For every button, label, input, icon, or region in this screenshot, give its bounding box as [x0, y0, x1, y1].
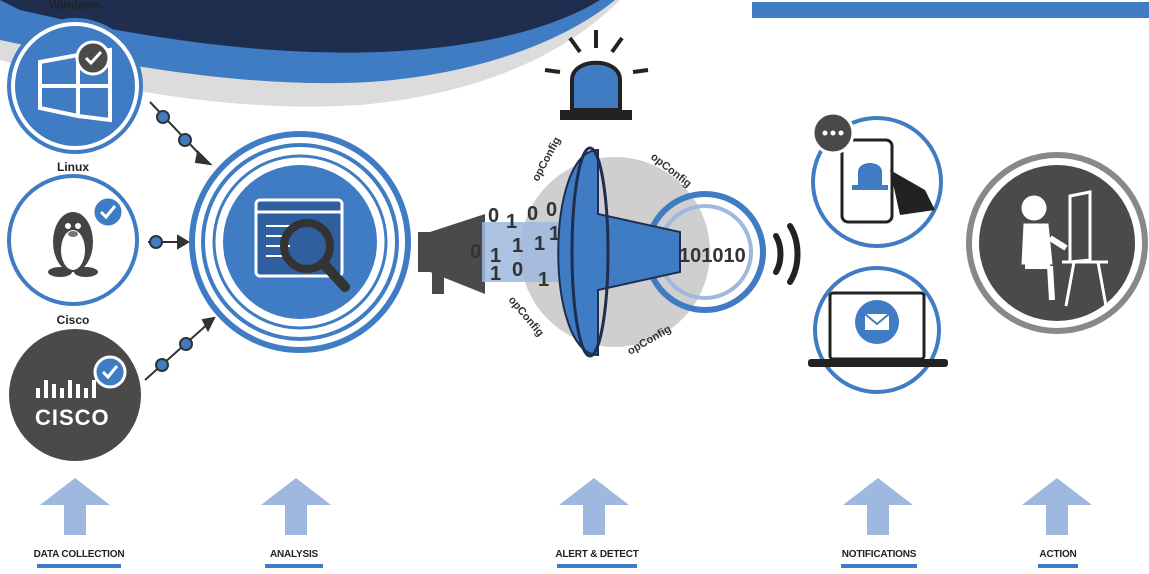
stage-label-analysis: ANALYSIS — [269, 549, 319, 560]
chat-bubble-icon — [811, 111, 855, 155]
laptop-email-node — [808, 266, 948, 394]
magnifier-icon — [280, 219, 350, 292]
windows-source-node — [7, 18, 143, 154]
megaphone-icon — [418, 214, 485, 294]
source-label-linux: Linux — [57, 160, 89, 174]
stage-underline — [1038, 564, 1078, 568]
source-label-cisco: Cisco — [56, 313, 90, 327]
alert-funnel-node — [482, 146, 766, 358]
binary-digit: 1 — [549, 223, 560, 245]
binary-digit: 1 — [490, 263, 501, 285]
stage-underline — [841, 564, 917, 568]
up-arrow-icon — [843, 478, 913, 535]
signal-waves-icon — [773, 223, 801, 285]
up-arrow-icon — [559, 478, 629, 535]
up-arrow-icon — [261, 478, 331, 535]
binary-digit: 0 — [470, 241, 481, 263]
check-badge-icon — [75, 40, 111, 76]
binary-digit: 0 — [527, 203, 538, 225]
binary-digit: 0 — [512, 259, 523, 281]
binary-digit: 1 — [490, 245, 501, 267]
cisco-wordmark: CISCO — [35, 405, 110, 430]
stage-arrows — [40, 478, 1092, 535]
check-badge-icon — [91, 195, 125, 229]
binary-digit: 1 — [534, 233, 545, 255]
alert-beacon-icon — [544, 30, 649, 120]
source-label-windows: Windows — [48, 0, 102, 12]
stage-label-alert-detect: ALERT & DETECT — [555, 549, 639, 560]
binary-digit: 0 — [488, 205, 499, 227]
output-binary: 101010 — [679, 245, 746, 267]
phone-notification-node — [811, 111, 943, 248]
stage-label-notifications: NOTIFICATIONS — [841, 549, 917, 560]
stage-label-data-collection: DATA COLLECTION — [33, 549, 125, 560]
linux-penguin-icon — [48, 212, 98, 277]
header-wave-decoration — [0, 0, 620, 107]
cisco-logo-icon — [36, 380, 96, 398]
analysis-node — [189, 131, 411, 353]
linux-source-node — [7, 174, 139, 306]
cisco-source-node — [9, 329, 141, 461]
stage-label-action: ACTION — [1039, 549, 1077, 560]
up-arrow-icon — [40, 478, 110, 535]
stage-underline — [557, 564, 637, 568]
person-at-desk-icon — [1021, 190, 1108, 307]
stage-underline — [265, 564, 323, 568]
binary-digit: 1 — [506, 211, 517, 233]
check-badge-icon — [93, 355, 127, 389]
browser-window-icon — [254, 198, 344, 278]
binary-digit: 1 — [538, 269, 549, 291]
header-bar-decoration — [752, 2, 1149, 18]
binary-digit: 0 — [546, 199, 557, 221]
action-node — [966, 152, 1148, 334]
up-arrow-icon — [1022, 478, 1092, 535]
connector-arrows — [144, 101, 216, 381]
binary-digit: 1 — [512, 235, 523, 257]
stage-underline — [37, 564, 121, 568]
